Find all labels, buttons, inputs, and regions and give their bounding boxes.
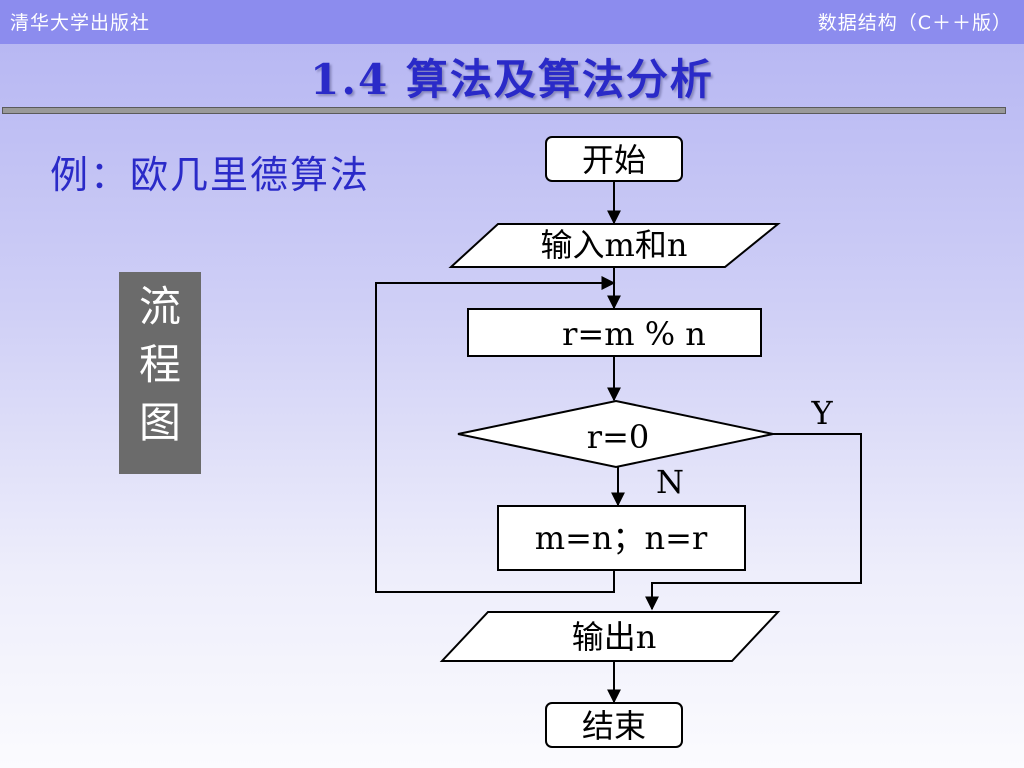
input-label: 输入m和n [541,226,688,264]
publisher-name: 清华大学出版社 [10,12,151,34]
header-bar [0,0,1024,44]
output-label: 输出n [572,618,657,656]
compute-label: r=m % n [562,315,706,353]
input-parallelogram [448,223,781,268]
yes-branch-connector [645,433,862,611]
end-terminal [545,702,683,748]
yes-label: Y [810,394,833,432]
start-terminal [545,136,683,182]
compute-process-box [467,308,762,357]
assign-label: m=n；n=r [535,519,708,557]
end-label: 结束 [582,707,646,745]
example-heading: 例：欧几里德算法 [50,153,371,197]
slide-title: 1.4 算法及算法分析 [310,55,714,104]
condition-label: r=0 [587,418,649,456]
assign-process-box [497,505,746,571]
no-label: N [656,463,684,501]
start-label: 开始 [582,141,646,179]
title-divider [2,107,1006,114]
book-title: 数据结构（C＋＋版） [817,12,1012,34]
output-parallelogram [439,611,781,662]
flowchart-side-label: 流 程 图 [119,272,201,474]
condition-diamond [457,399,774,469]
loop-back-connector [375,276,616,593]
